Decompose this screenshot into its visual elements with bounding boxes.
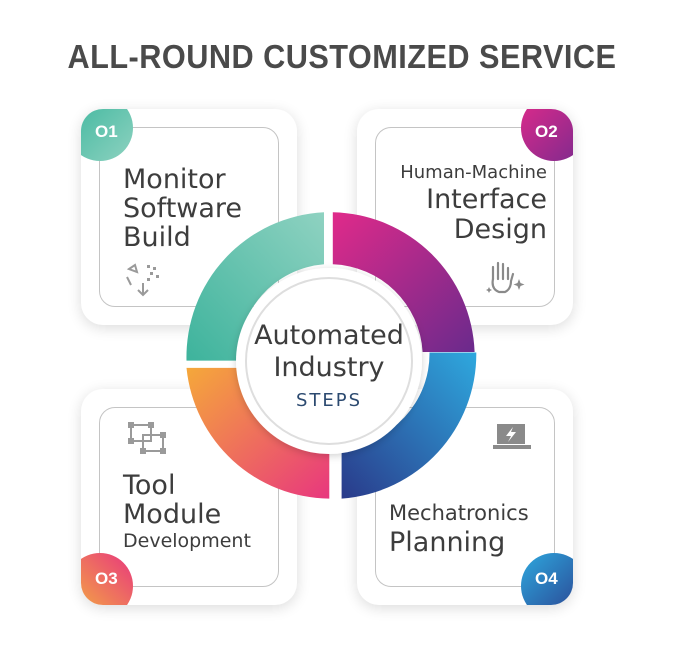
step-number-4: O4 [535,569,558,588]
step-card-frame [99,127,279,307]
step-title-4: Mechatronics Planning [389,499,529,559]
center-title-line: Automated [254,320,404,351]
page-title: ALL-ROUND CUSTOMIZED SERVICE [67,38,617,75]
center-subtitle: STEPS [295,390,363,411]
step-title-line: Build [123,222,191,253]
step-card-frame [99,407,279,587]
center-title-line: Industry [273,352,385,383]
step-title-line: Tool [123,470,176,501]
step-title-2: Human-Machine Interface Design [400,161,547,245]
step-card-1: O1 Monitor Software Build [81,109,297,325]
step-title-line: Monitor [123,164,226,195]
fragment-arrow-icon [126,263,159,297]
step-card-3: O3 Tool Module Development [81,389,297,605]
step-title-line: Software [123,193,243,224]
ring-segment-4 [341,352,477,499]
ring-segment-3 [186,367,330,499]
center-circle [236,268,422,454]
step-number-1: O1 [95,122,118,141]
laptop-bolt-icon [493,424,531,449]
step-title-3: Tool Module Development [123,471,251,553]
module-frames-icon [128,422,166,454]
step-title-line: Module [123,499,222,530]
ring-segment-1 [186,212,324,361]
center-circle-border [245,277,413,445]
step-title-1: Monitor Software Build [123,165,242,252]
step-card-4: O4 Mechatronics Planning [357,389,573,605]
step-title-line: Development [123,530,251,552]
step-number-2: O2 [535,122,558,141]
step-title-line: Interface [426,184,547,215]
center-label: Automated Industry STEPS [229,320,429,411]
step-title-line: Human-Machine [400,162,547,183]
step-title-line: Design [453,214,547,245]
step-number-3: O3 [95,569,118,588]
hand-sparkle-icon [486,261,525,294]
step-title-line: Planning [389,527,506,558]
step-title-line: Mechatronics [389,501,529,525]
ring-segment-2 [332,212,475,352]
